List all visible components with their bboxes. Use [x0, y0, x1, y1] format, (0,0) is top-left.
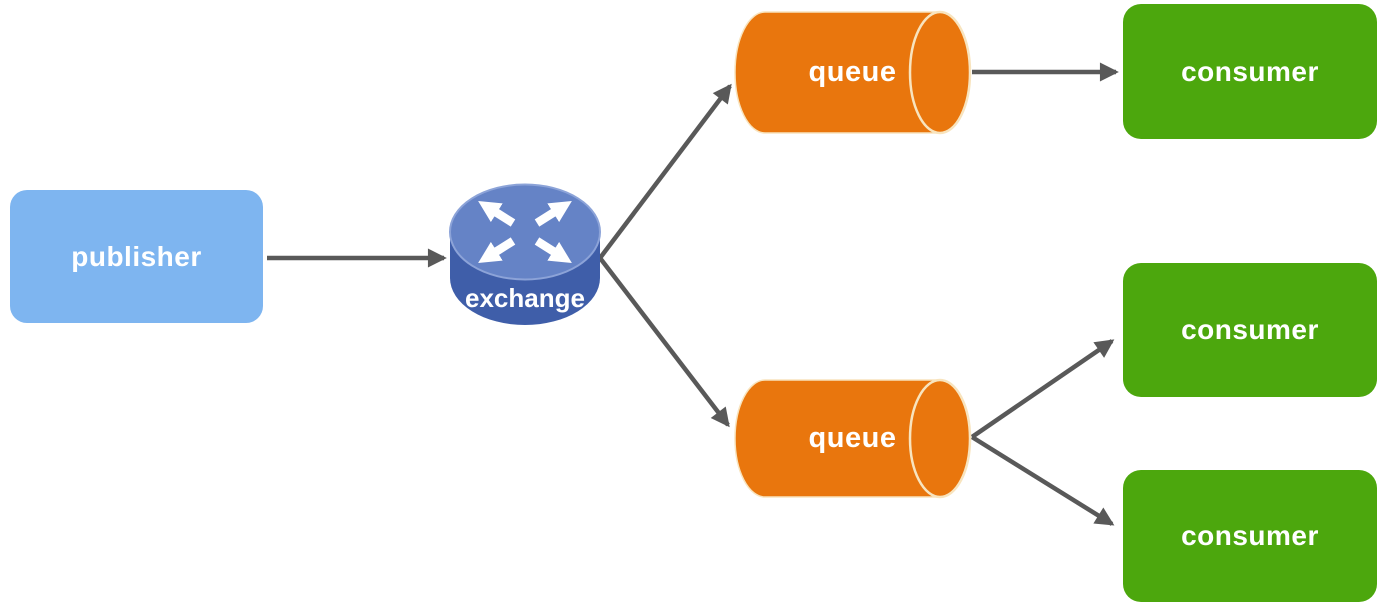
- queue-1-node: [734, 10, 972, 135]
- queue-2-node: [734, 378, 972, 499]
- edge-queue-2-to-consumer-3: [970, 435, 1115, 526]
- queue-2-cylinder-cap: [908, 378, 972, 499]
- consumer-1-label: consumer: [1181, 55, 1319, 87]
- router-arrows-icon: [478, 200, 572, 264]
- exchange-cylinder-top: [449, 183, 601, 281]
- consumer-3-node: consumer: [1123, 470, 1377, 602]
- consumer-2-label: consumer: [1181, 314, 1319, 345]
- publisher-label: publisher: [71, 240, 202, 272]
- consumer-3-label: consumer: [1181, 520, 1319, 551]
- edge-exchange-to-queue-1: [598, 83, 732, 260]
- queue-1-cylinder-cap: [908, 10, 972, 135]
- publisher-node: publisher: [10, 190, 263, 323]
- exchange-node: [449, 183, 601, 325]
- consumer-1-node: consumer: [1123, 4, 1377, 139]
- edge-queue-2-to-consumer-2: [970, 339, 1115, 439]
- edge-exchange-to-queue-2: [598, 256, 730, 428]
- consumer-2-node: consumer: [1123, 263, 1377, 397]
